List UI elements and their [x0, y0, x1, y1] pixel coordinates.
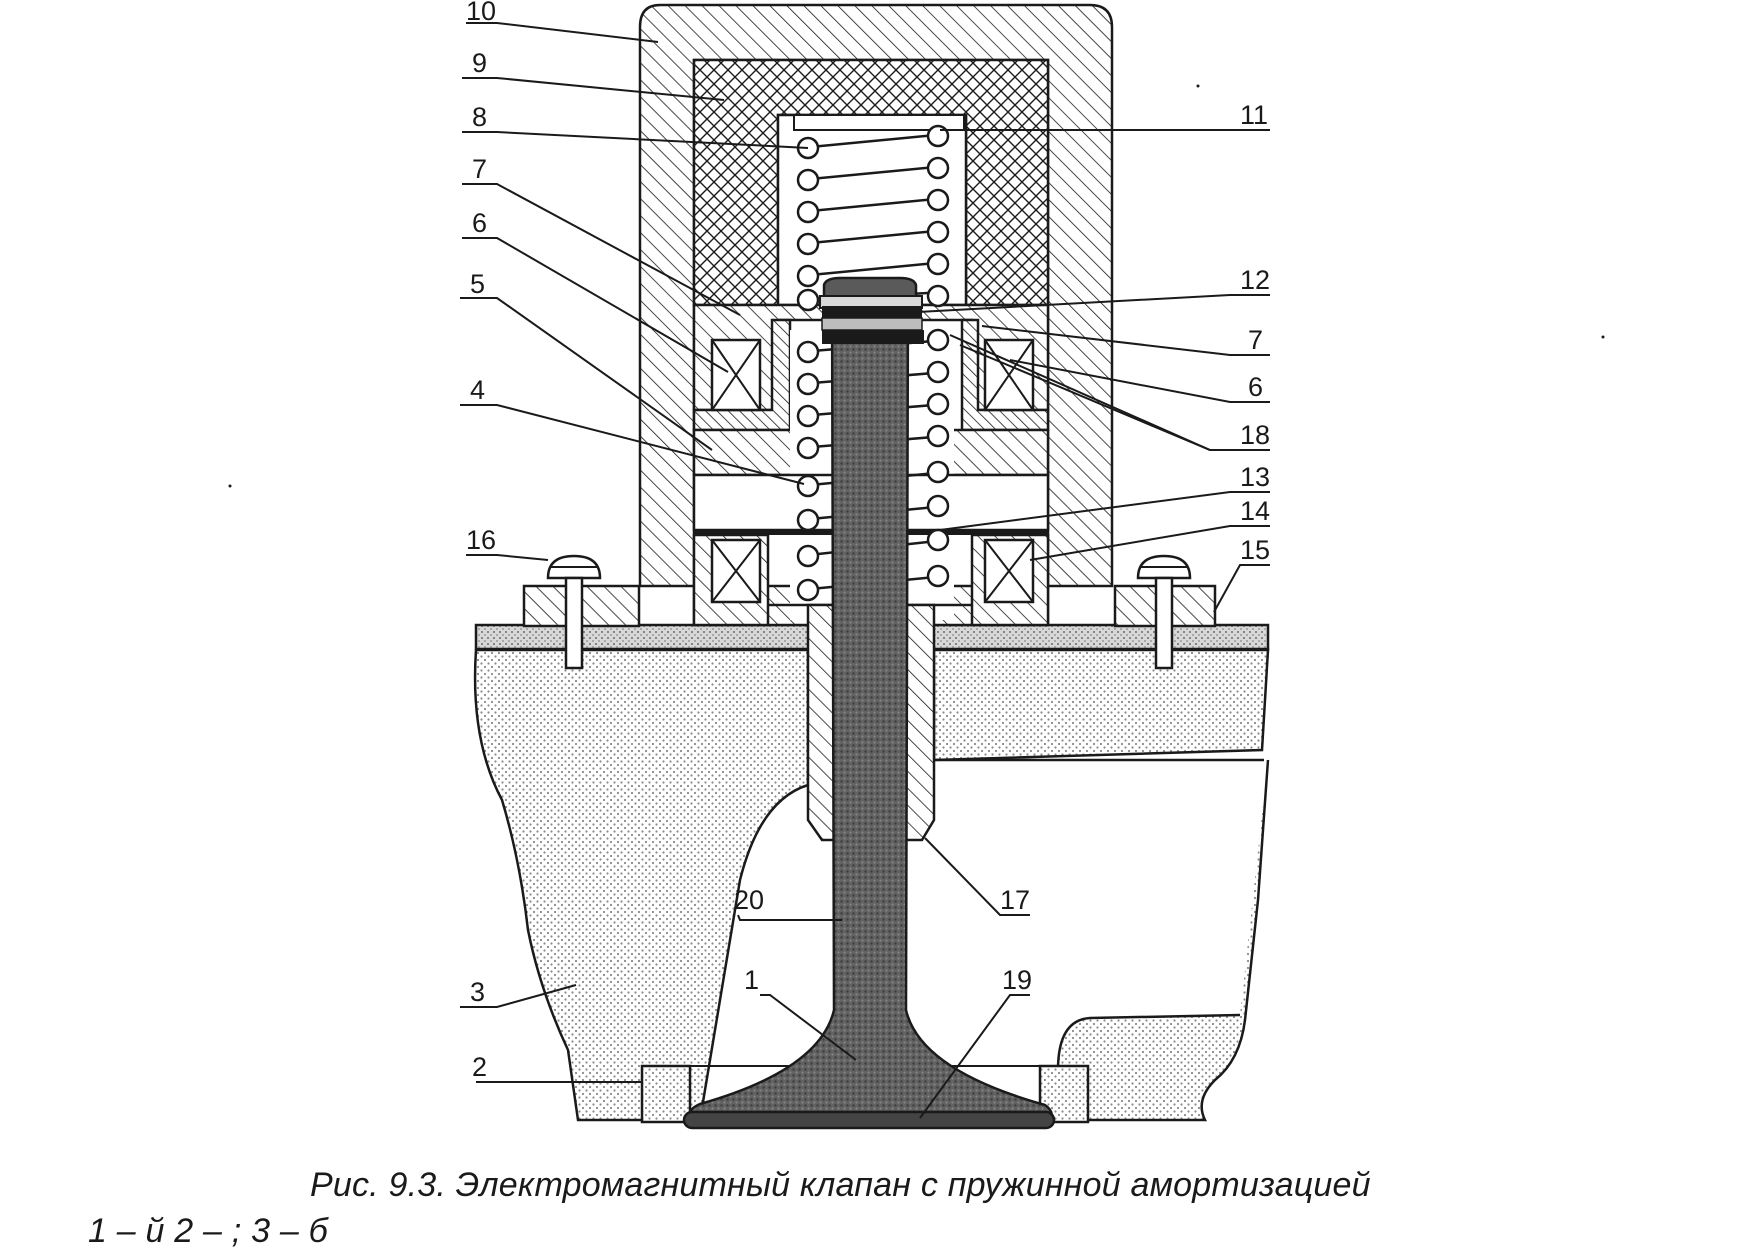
speck	[1601, 335, 1605, 339]
cylinder-head-right	[932, 648, 1270, 762]
spring-upper	[796, 124, 950, 312]
cylinder-head-right-lower	[1053, 759, 1270, 1122]
label-12: 12	[1240, 265, 1270, 295]
bolt-right	[1136, 554, 1192, 670]
label-6-left: 6	[472, 208, 487, 238]
coil-lower-left	[692, 533, 770, 627]
label-13: 13	[1240, 462, 1270, 492]
label-7-left: 7	[472, 154, 487, 184]
coil-upper-left	[710, 338, 762, 412]
label-9: 9	[472, 48, 487, 78]
label-5: 5	[470, 269, 485, 299]
leader-lines	[460, 22, 1270, 1119]
label-2: 2	[472, 1052, 487, 1082]
cylinder-head	[473, 648, 810, 1122]
stem-tip	[822, 276, 918, 302]
label-6-right: 6	[1248, 372, 1263, 402]
keeper-upper	[822, 306, 922, 318]
spring-cap	[793, 114, 965, 131]
label-10: 10	[466, 0, 496, 26]
label-7-right: 7	[1248, 325, 1263, 355]
label-18: 18	[1240, 420, 1270, 450]
label-3: 3	[470, 977, 485, 1007]
label-14: 14	[1240, 496, 1270, 526]
label-16: 16	[466, 525, 496, 555]
keeper-lower	[822, 330, 924, 344]
valve-face	[682, 1110, 1056, 1130]
label-20: 20	[734, 885, 764, 915]
speck	[228, 484, 232, 488]
label-17: 17	[1000, 885, 1030, 915]
valve-diagram: 10 9 8 7 6 5 4 16 3 2 11 12 7 6 18 13 14…	[228, 0, 1605, 1130]
label-4: 4	[470, 375, 485, 405]
label-1: 1	[744, 965, 759, 995]
coil-lower-right	[970, 533, 1050, 627]
valve-seat-left	[640, 1064, 692, 1124]
label-11: 11	[1240, 100, 1268, 130]
speck	[1196, 84, 1200, 88]
figure-caption: Рис. 9.3. Электромагнитный клапан с пруж…	[310, 1166, 1371, 1204]
label-8: 8	[472, 102, 487, 132]
keeper-mid	[821, 317, 923, 331]
label-15: 15	[1240, 535, 1270, 565]
figure-caption-cut: 1 – й 2 – ; 3 – б	[88, 1212, 328, 1250]
coil-upper-right	[983, 338, 1035, 412]
bolt-left	[546, 554, 602, 670]
label-19: 19	[1002, 965, 1032, 995]
